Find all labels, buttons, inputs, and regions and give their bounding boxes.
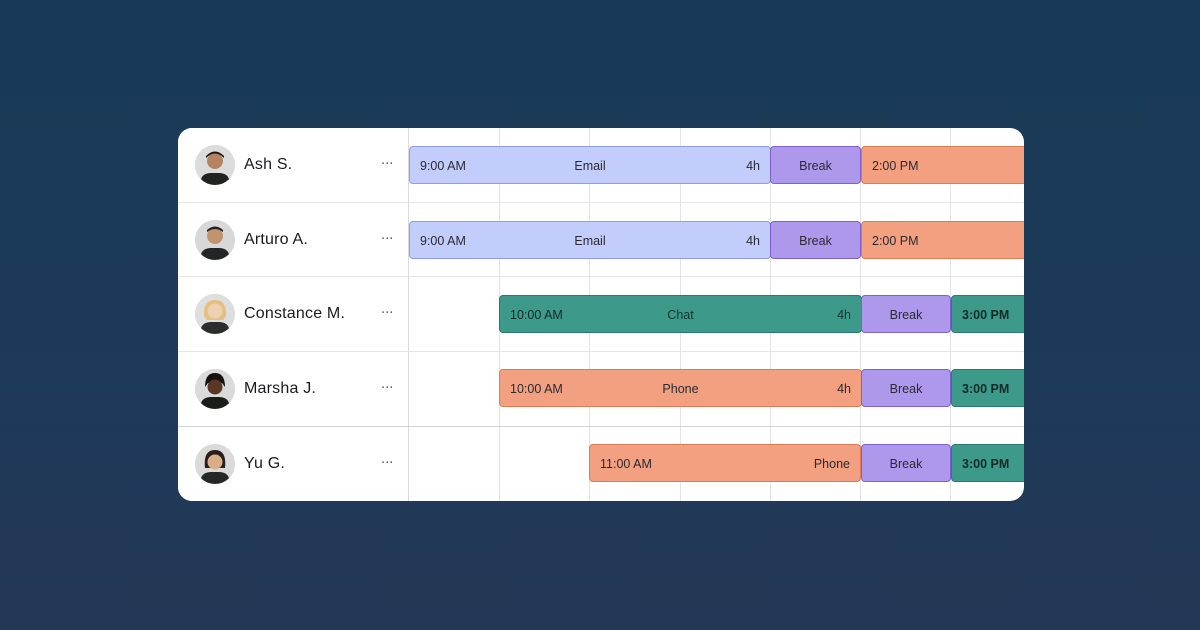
shift-start-time: 9:00 AM — [420, 234, 466, 248]
shift-block-next[interactable]: 3:00 PM — [951, 369, 1024, 407]
more-options-icon[interactable]: ··· — [381, 232, 394, 247]
shift-duration: 4h — [746, 234, 760, 248]
break-block[interactable]: Break — [861, 295, 951, 333]
shift-block-email[interactable]: 9:00 AM Email 4h — [409, 221, 771, 259]
shift-start-time: 2:00 PM — [872, 159, 919, 173]
agent-name: Yu G. — [244, 455, 286, 472]
row-divider — [409, 202, 1024, 203]
shift-block-next[interactable]: 2:00 PM — [861, 221, 1024, 259]
break-block[interactable]: Break — [770, 221, 861, 259]
row-divider — [178, 351, 409, 352]
shift-start-time: 3:00 PM — [962, 457, 1010, 471]
avatar — [195, 294, 235, 334]
more-options-icon[interactable]: ··· — [381, 157, 394, 172]
shift-block-phone[interactable]: 10:00 AM Phone 4h — [499, 369, 862, 407]
shift-block-next[interactable]: 3:00 PM — [951, 295, 1024, 333]
avatar — [195, 444, 235, 484]
row-divider — [178, 202, 409, 203]
agent-name: Arturo A. — [244, 231, 309, 248]
shift-block-phone[interactable]: 11:00 AM Phone — [589, 444, 861, 482]
shift-duration: 4h — [837, 308, 851, 322]
avatar — [195, 369, 235, 409]
shift-block-next[interactable]: 2:00 PM — [861, 146, 1024, 184]
shift-start-time: 11:00 AM — [600, 457, 652, 471]
more-options-icon[interactable]: ··· — [381, 306, 394, 321]
shift-block-next[interactable]: 3:00 PM — [951, 444, 1024, 482]
agent-row[interactable]: Arturo A. ··· — [178, 203, 409, 277]
agent-row[interactable]: Ash S. ··· — [178, 128, 409, 202]
shift-duration: 4h — [837, 382, 851, 396]
shift-label: Phone — [662, 382, 699, 396]
agent-row[interactable]: Marsha J. ··· — [178, 352, 409, 426]
break-label: Break — [889, 308, 923, 322]
shift-block-chat[interactable]: 10:00 AM Chat 4h — [499, 295, 862, 333]
break-block[interactable]: Break — [770, 146, 861, 184]
shift-start-time: 10:00 AM — [510, 308, 563, 322]
row-divider — [178, 276, 409, 277]
shift-label: Chat — [667, 308, 694, 322]
break-label: Break — [799, 234, 832, 248]
group-divider — [178, 426, 1024, 427]
shift-label: Phone — [813, 457, 850, 471]
shift-start-time: 9:00 AM — [420, 159, 466, 173]
shift-label: Email — [574, 234, 606, 248]
shift-start-time: 3:00 PM — [962, 308, 1010, 322]
agent-name: Marsha J. — [244, 380, 317, 397]
break-block[interactable]: Break — [861, 369, 951, 407]
shift-block-email[interactable]: 9:00 AM Email 4h — [409, 146, 771, 184]
shift-start-time: 10:00 AM — [510, 382, 563, 396]
agent-column: Ash S. ··· Arturo A. ··· Constance M. ··… — [178, 128, 409, 501]
agent-name: Ash S. — [244, 156, 293, 173]
more-options-icon[interactable]: ··· — [381, 456, 394, 471]
avatar — [195, 220, 235, 260]
break-label: Break — [889, 382, 923, 396]
timeline-grid: 9:00 AM Email 4h Break 2:00 PM 9:00 AM E… — [409, 128, 1024, 501]
avatar — [195, 145, 235, 185]
agent-row[interactable]: Yu G. ··· — [178, 426, 409, 500]
schedule-card: Ash S. ··· Arturo A. ··· Constance M. ··… — [178, 128, 1024, 501]
row-divider — [409, 276, 1024, 277]
agent-name: Constance M. — [244, 305, 346, 322]
more-options-icon[interactable]: ··· — [381, 381, 394, 396]
agent-row[interactable]: Constance M. ··· — [178, 277, 409, 351]
break-block[interactable]: Break — [861, 444, 951, 482]
break-label: Break — [799, 159, 832, 173]
break-label: Break — [889, 457, 923, 471]
shift-label: Email — [574, 159, 606, 173]
row-divider — [409, 351, 1024, 352]
shift-start-time: 2:00 PM — [872, 234, 919, 248]
shift-start-time: 3:00 PM — [962, 382, 1010, 396]
shift-duration: 4h — [746, 159, 760, 173]
